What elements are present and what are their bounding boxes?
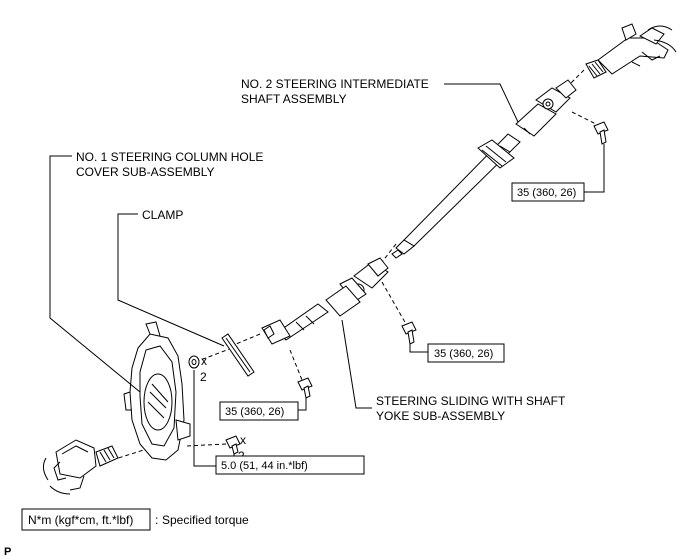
legend-meaning: Specified torque bbox=[162, 513, 249, 527]
bolt-quantity-x: x bbox=[240, 433, 246, 447]
torque-value-upper: 35 (360, 26) bbox=[517, 187, 576, 199]
torque-box-upper: 35 (360, 26) bbox=[511, 182, 585, 202]
steering-gear-end bbox=[42, 439, 119, 495]
label-hole-cover-line2: COVER SUB-ASSEMBLY bbox=[76, 165, 214, 179]
nut-quantity-x: x bbox=[201, 354, 207, 368]
label-sliding-yoke-line2: YOKE SUB-ASSEMBLY bbox=[376, 409, 505, 423]
steering-column-upper-end bbox=[585, 23, 677, 79]
torque-legend: N*m (kgf*cm, ft.*lbf) : Specified torque bbox=[21, 508, 249, 531]
leader-lines bbox=[49, 83, 605, 467]
lower-yoke-bolt bbox=[297, 377, 313, 399]
upper-yoke-bolt bbox=[593, 121, 609, 145]
cover-nut bbox=[188, 355, 200, 369]
clamp-part bbox=[221, 333, 255, 377]
label-intermediate-shaft-line1: NO. 2 STEERING INTERMEDIATE bbox=[241, 77, 429, 91]
label-sliding-yoke-line1: STEERING SLIDING WITH SHAFT bbox=[376, 394, 566, 408]
corner-mark: P bbox=[4, 546, 11, 558]
torque-value-lower: 35 (360, 26) bbox=[225, 406, 284, 418]
cover-bolt bbox=[225, 435, 241, 455]
torque-value-cover: 5.0 (51, 44 in.*lbf) bbox=[221, 460, 308, 472]
sliding-shaft-yoke-assembly bbox=[261, 257, 389, 345]
nut-quantity-count: 2 bbox=[200, 370, 207, 384]
legend-unit: N*m (kgf*cm, ft.*lbf) bbox=[28, 513, 133, 527]
legend-separator: : bbox=[155, 513, 158, 527]
assembly-dashed-lines bbox=[111, 69, 601, 461]
label-intermediate-shaft-line2: SHAFT ASSEMBLY bbox=[241, 92, 347, 106]
torque-box-middle: 35 (360, 26) bbox=[427, 343, 505, 363]
torque-box-lower: 35 (360, 26) bbox=[219, 401, 299, 421]
intermediate-shaft-assembly bbox=[391, 79, 577, 259]
torque-box-cover: 5.0 (51, 44 in.*lbf) bbox=[215, 455, 365, 475]
column-hole-cover bbox=[123, 321, 191, 461]
label-hole-cover-line1: NO. 1 STEERING COLUMN HOLE bbox=[76, 150, 263, 164]
label-clamp: CLAMP bbox=[142, 208, 183, 222]
middle-yoke-bolt bbox=[401, 321, 417, 345]
torque-value-middle: 35 (360, 26) bbox=[434, 348, 493, 360]
